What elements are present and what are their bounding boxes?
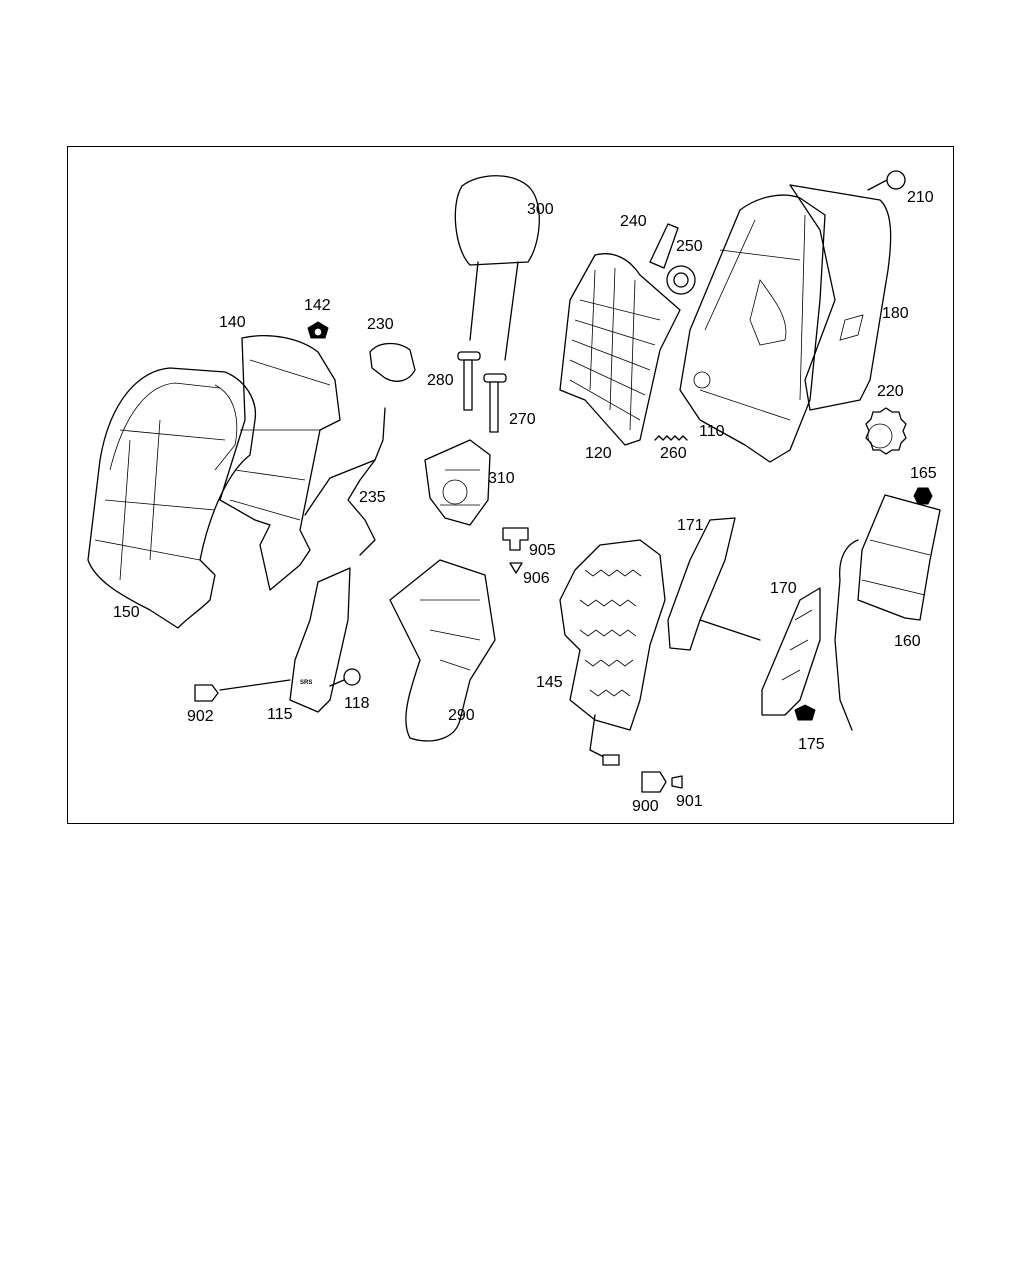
- headrest-300: [454, 175, 540, 361]
- guide-280: [457, 351, 481, 411]
- callout-260: 260: [660, 445, 687, 462]
- panel-160: [834, 494, 941, 731]
- pin-906: [509, 562, 523, 574]
- connector-902: [194, 684, 219, 702]
- callout-110: 110: [699, 423, 725, 440]
- bolster-pad-171: [667, 517, 761, 651]
- callout-280: 280: [427, 372, 454, 389]
- callout-210: 210: [907, 189, 934, 206]
- callout-120: 120: [585, 445, 612, 462]
- callout-160: 160: [894, 633, 921, 650]
- handle-240: [649, 223, 679, 269]
- callout-150: 150: [113, 604, 140, 621]
- callout-171: 171: [677, 517, 704, 534]
- callout-220: 220: [877, 383, 904, 400]
- callout-290: 290: [448, 707, 475, 724]
- callout-900: 900: [632, 798, 659, 815]
- bracket-310: [424, 439, 491, 526]
- callout-118: 118: [344, 695, 370, 712]
- diagram-frame: [67, 146, 954, 824]
- callout-230: 230: [367, 316, 394, 333]
- callout-270: 270: [509, 411, 536, 428]
- callout-310: 310: [488, 470, 515, 487]
- wiring-235: [304, 407, 386, 556]
- spring-260: [654, 435, 688, 441]
- back-panel-180: [789, 184, 892, 411]
- callout-142: 142: [304, 297, 331, 314]
- side-bolster-170: [761, 587, 821, 716]
- callout-300: 300: [527, 201, 554, 218]
- clip-175: [794, 704, 816, 721]
- disc-220: [865, 407, 907, 455]
- clip-165: [913, 487, 933, 505]
- callout-165: 165: [910, 465, 937, 482]
- lumbar-mesh-120: [559, 253, 681, 446]
- callout-115: 115: [267, 706, 293, 723]
- clip-142: [307, 321, 329, 339]
- callout-902: 902: [187, 708, 214, 725]
- connector-905: [502, 527, 529, 551]
- callout-145: 145: [536, 674, 563, 691]
- callout-240: 240: [620, 213, 647, 230]
- airbag-115: [219, 567, 351, 713]
- callout-170: 170: [770, 580, 797, 597]
- connector-900: [641, 771, 667, 793]
- callout-905: 905: [529, 542, 556, 559]
- callout-906: 906: [523, 570, 550, 587]
- screw-210: [867, 170, 906, 191]
- callout-250: 250: [676, 238, 703, 255]
- airbag-marking: SRS: [300, 680, 313, 686]
- cover-230: [369, 342, 416, 382]
- callout-140: 140: [219, 314, 246, 331]
- callout-180: 180: [882, 305, 909, 322]
- callout-235: 235: [359, 489, 386, 506]
- callout-175: 175: [798, 736, 825, 753]
- callout-901: 901: [676, 793, 703, 810]
- side-frame-290: [389, 559, 496, 742]
- heating-mat-145: [559, 539, 666, 766]
- rear-panel-140: [219, 335, 341, 591]
- guide-270: [483, 373, 507, 433]
- seat-back-cover-150: [87, 367, 257, 629]
- screw-118: [329, 668, 361, 687]
- ring-250: [666, 265, 696, 295]
- seat-frame-110: [679, 194, 826, 463]
- pin-901: [671, 775, 683, 789]
